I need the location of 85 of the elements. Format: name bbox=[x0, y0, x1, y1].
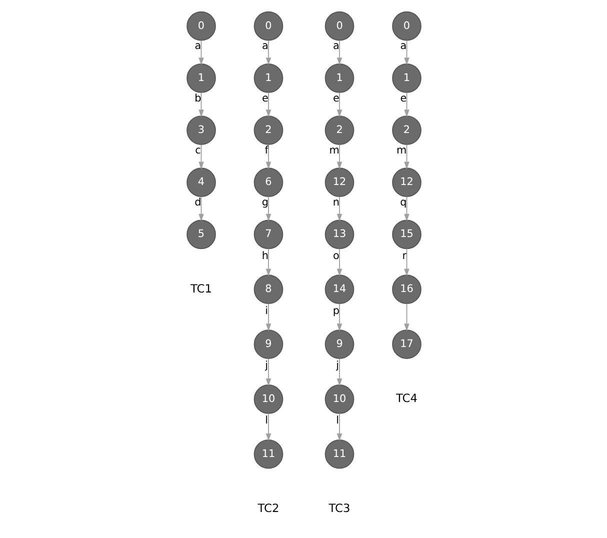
arrow bbox=[336, 144, 342, 170]
arrow bbox=[336, 303, 342, 332]
node-circle: 16 bbox=[392, 274, 421, 304]
edge-label: f bbox=[264, 144, 268, 156]
node-circle: 12 bbox=[324, 168, 354, 198]
arrow bbox=[265, 358, 271, 386]
node-circle: 9 bbox=[253, 330, 283, 359]
node-circle: 0 bbox=[392, 11, 421, 41]
arrow bbox=[336, 413, 342, 442]
arrow bbox=[336, 358, 342, 386]
arrow bbox=[336, 248, 342, 276]
arrow bbox=[336, 92, 342, 118]
label: TC2 bbox=[257, 500, 279, 515]
edge-label: r bbox=[402, 250, 406, 262]
edge-label: l bbox=[264, 414, 268, 427]
node-circle: 5 bbox=[186, 220, 216, 250]
arrow bbox=[404, 144, 409, 170]
edge-label: a bbox=[400, 40, 406, 52]
arrow bbox=[404, 248, 409, 276]
edge-label: n bbox=[332, 196, 339, 208]
arrow bbox=[404, 40, 409, 66]
node-circle: 14 bbox=[324, 274, 354, 304]
node-circle: 9 bbox=[324, 330, 354, 359]
edge-label: d bbox=[194, 196, 201, 208]
node-circle: 0 bbox=[253, 11, 283, 41]
arrow bbox=[265, 248, 271, 276]
arrow bbox=[265, 196, 271, 222]
node-circle: 1 bbox=[253, 64, 283, 93]
arrow bbox=[265, 413, 271, 442]
edge-label: p bbox=[332, 304, 339, 317]
label: TC3 bbox=[328, 500, 350, 515]
node-circle: 13 bbox=[324, 220, 354, 250]
node-circle: 11 bbox=[253, 439, 283, 469]
node-circle: 17 bbox=[392, 330, 421, 359]
edge-label: l bbox=[336, 414, 339, 427]
node-circle: 8 bbox=[253, 274, 283, 304]
edge-label: e bbox=[400, 92, 406, 104]
edge-label: g bbox=[261, 196, 268, 208]
arrow bbox=[198, 40, 204, 66]
arrow bbox=[404, 92, 409, 118]
edge-label: o bbox=[332, 250, 339, 262]
node-circle: 1 bbox=[186, 64, 216, 93]
node-circle: 11 bbox=[324, 439, 354, 469]
edge-label: q bbox=[400, 196, 406, 208]
edge-label: e bbox=[261, 92, 268, 104]
arrow bbox=[198, 92, 204, 118]
arrow bbox=[265, 92, 271, 118]
edge-label: m bbox=[396, 144, 406, 156]
node-circle: 1 bbox=[392, 64, 421, 93]
node-circle: 3 bbox=[186, 116, 216, 145]
node-circle: 15 bbox=[392, 220, 421, 250]
node-circle: 0 bbox=[324, 11, 354, 41]
edge-label: m bbox=[328, 144, 339, 156]
edge-label: c bbox=[194, 144, 200, 156]
node-circle: 7 bbox=[253, 220, 283, 250]
node-circle: 10 bbox=[253, 384, 283, 414]
arrow bbox=[404, 303, 409, 332]
node-circle: 6 bbox=[253, 168, 283, 198]
label: TC1 bbox=[190, 281, 212, 296]
node-circle: 2 bbox=[324, 116, 354, 145]
arrow bbox=[404, 196, 409, 222]
arrow bbox=[198, 196, 204, 222]
node-circle: 2 bbox=[392, 116, 421, 145]
node-circle: 2 bbox=[253, 116, 283, 145]
arrow bbox=[198, 144, 204, 170]
edge-label: i bbox=[264, 304, 268, 317]
edge-label: a bbox=[194, 40, 201, 52]
arrow bbox=[265, 144, 271, 170]
node-circle: 12 bbox=[392, 168, 421, 198]
arrow bbox=[265, 303, 271, 332]
arrow bbox=[336, 196, 342, 222]
node-circle: 1 bbox=[324, 64, 354, 93]
node-circle: 0 bbox=[186, 11, 216, 41]
edge-label: j bbox=[336, 360, 339, 372]
edge-label: b bbox=[194, 92, 201, 104]
node-circle: 4 bbox=[186, 168, 216, 198]
node-circle: 10 bbox=[324, 384, 354, 414]
arrow bbox=[265, 40, 271, 66]
edge-label: j bbox=[264, 360, 268, 372]
edge-label: h bbox=[261, 250, 268, 262]
edge-label: a bbox=[261, 40, 268, 52]
edge-label: a bbox=[332, 40, 339, 52]
label: TC4 bbox=[396, 391, 417, 406]
arrow bbox=[336, 40, 342, 66]
edge-label: e bbox=[332, 92, 339, 104]
